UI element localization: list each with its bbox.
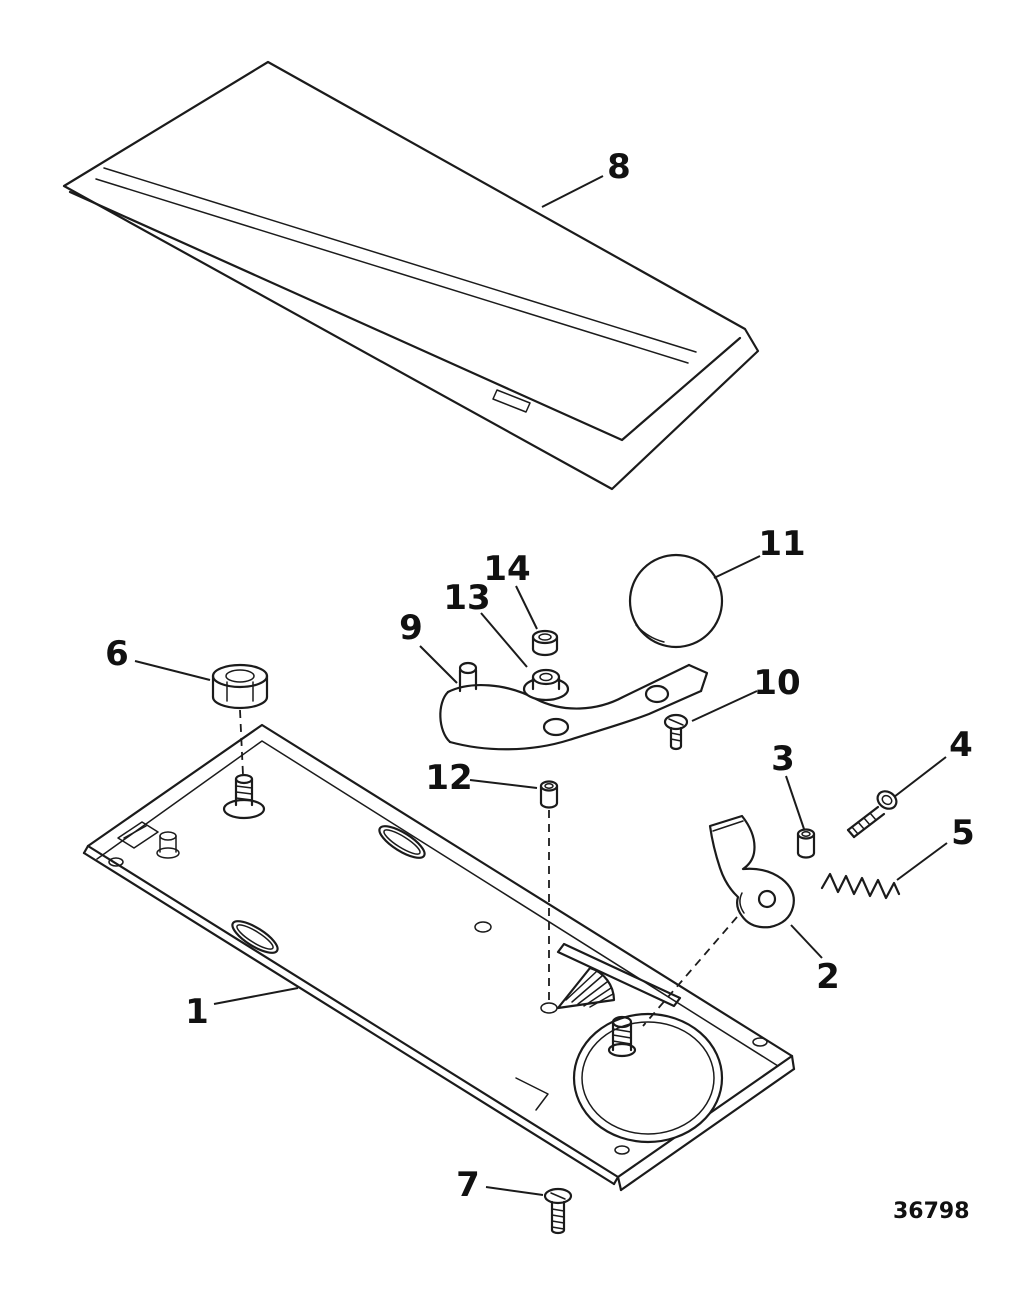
part-knob [628, 553, 724, 649]
part-cam-lever [708, 814, 795, 929]
plate-corner-tab [117, 821, 159, 849]
part-link-arm [439, 661, 709, 751]
callout-13-leader [480, 612, 528, 668]
part-bolt-4 [846, 790, 898, 839]
callout-11-leader [713, 555, 761, 579]
callout-8-label: 8 [607, 147, 631, 187]
part-base-plate [82, 723, 796, 1192]
callout-4-label: 4 [949, 725, 973, 765]
callout-14-leader [515, 585, 538, 630]
part-nut-14 [531, 629, 559, 657]
drawing-number: 36798 [893, 1199, 970, 1224]
callout-8-leader [541, 175, 604, 208]
arm-pin [458, 661, 478, 693]
part-screw-10 [663, 713, 689, 751]
callout-6-label: 6 [105, 634, 129, 674]
alignment-lines [239, 709, 738, 1027]
plate-hole [752, 1037, 768, 1047]
callout-9-leader [419, 645, 458, 684]
plate-hole [108, 857, 124, 867]
callout-2-label: 2 [816, 957, 840, 997]
callout-1-label: 1 [185, 992, 209, 1032]
plate-slot-lower [231, 920, 279, 954]
callout-4-leader [893, 756, 947, 798]
plate-stud-left [222, 773, 266, 820]
callout-3-leader [785, 775, 805, 830]
callout-11-label: 11 [758, 524, 805, 564]
callout-10-leader [691, 690, 758, 722]
plate-hole [614, 1145, 630, 1155]
part-spring [820, 872, 901, 900]
part-cover [62, 60, 760, 491]
callout-3-label: 3 [771, 739, 795, 779]
part-flanged-nut [522, 668, 570, 702]
plate-hole [474, 921, 492, 933]
plate-round-boss [572, 1012, 724, 1144]
callout-12-leader [469, 779, 538, 789]
part-spacer-3 [796, 828, 816, 859]
callout-5-leader [896, 842, 948, 881]
callout-7-leader [485, 1186, 544, 1196]
callout-10-label: 10 [753, 663, 800, 703]
callout-9-label: 9 [399, 608, 423, 648]
callouts: 1 2 3 4 5 6 7 8 9 10 11 12 13 [105, 147, 975, 1205]
part-locknut-6 [211, 663, 269, 710]
plate-slot-upper [378, 825, 426, 859]
callout-7-label: 7 [456, 1165, 480, 1205]
callout-13-label: 13 [443, 578, 490, 618]
callout-14-label: 14 [483, 549, 530, 589]
callout-1-leader [213, 987, 299, 1005]
plate-stud-center [607, 1015, 637, 1058]
plate-post [156, 831, 180, 859]
plate-step-edge [515, 1077, 549, 1111]
callout-12-label: 12 [425, 758, 472, 798]
plate-rib-slot [556, 942, 682, 1008]
part-screw-7 [543, 1187, 573, 1235]
part-bushing-12 [539, 780, 559, 809]
callout-5-label: 5 [951, 813, 975, 853]
callout-2-leader [790, 924, 823, 959]
callout-6-leader [134, 660, 211, 681]
